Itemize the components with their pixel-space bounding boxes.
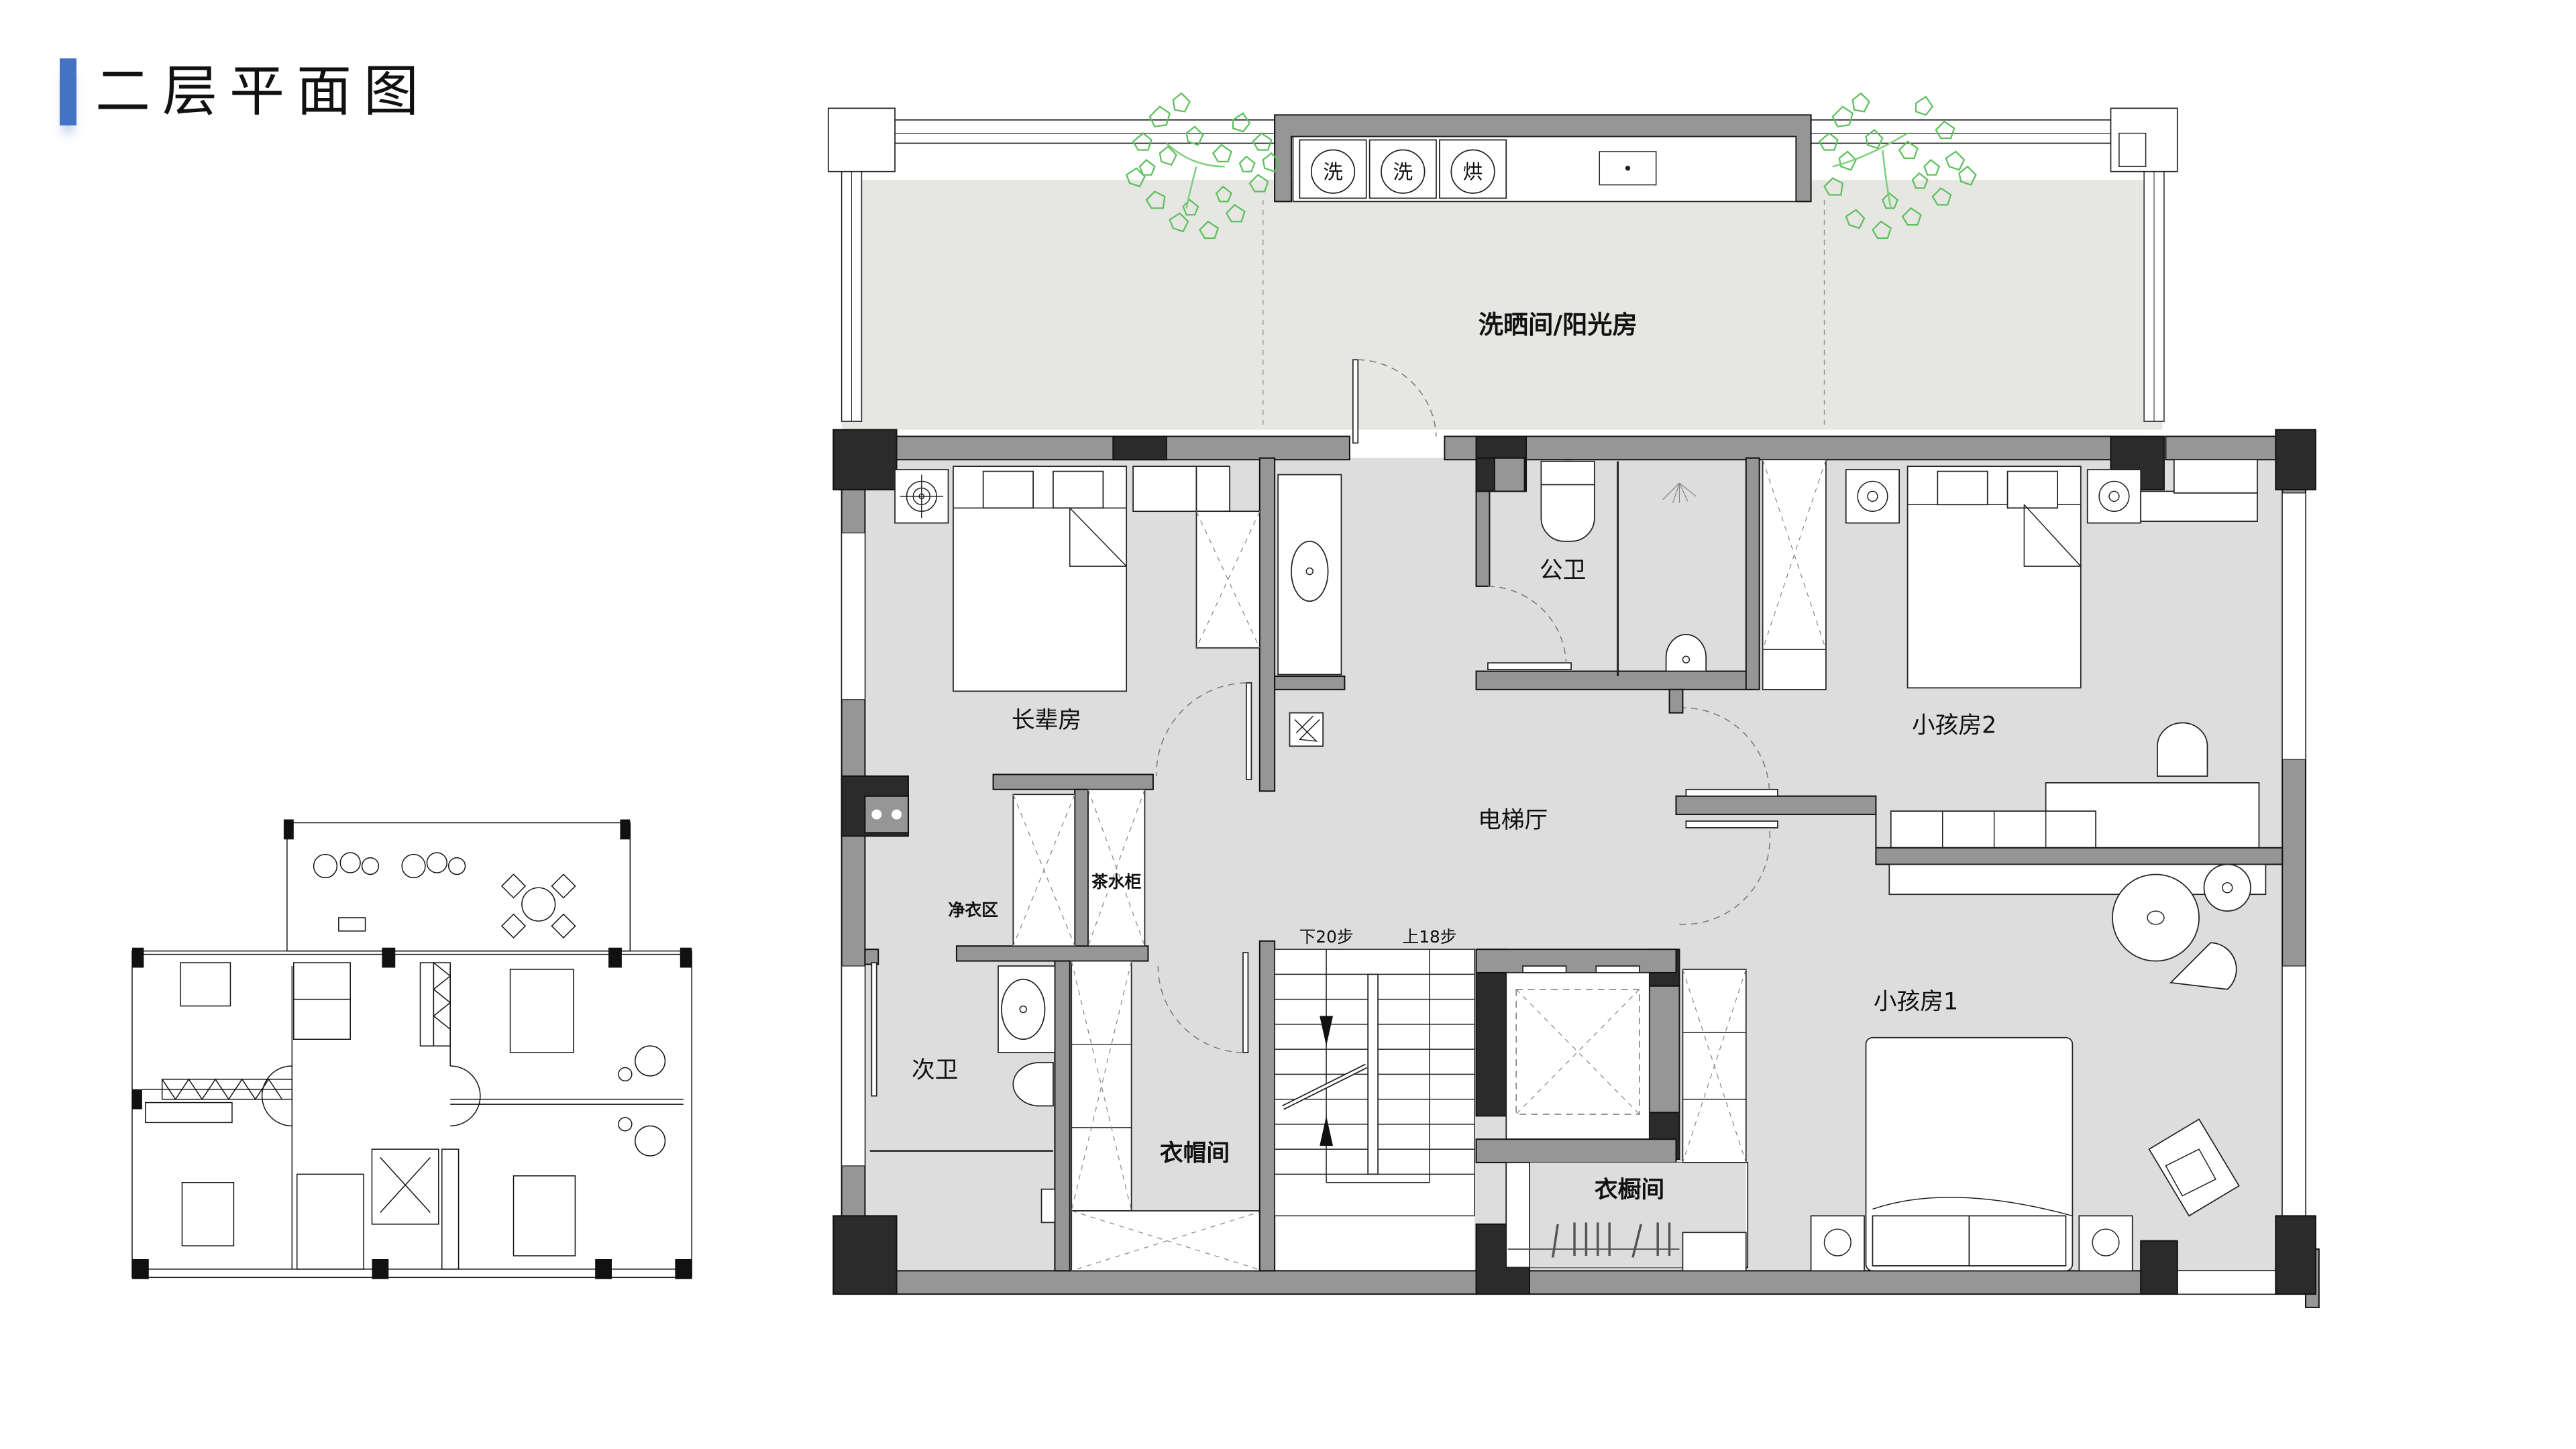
page-title: 二层平面图: [95, 60, 431, 123]
sunroom-door[interactable]: [1352, 359, 1359, 444]
room-label-clean-clothes: 净衣区: [949, 900, 999, 920]
room-label-sunroom: 洗晒间/阳光房: [1479, 310, 1638, 339]
key-plan-bed: [509, 969, 574, 1053]
svg-text:洗: 洗: [1393, 161, 1413, 184]
key-plan-stairs: [297, 1173, 364, 1270]
dryer: 烘: [1439, 139, 1507, 199]
room-label-cloakroom: 衣帽间: [1160, 1140, 1230, 1167]
room-label-wardrobe: 衣橱间: [1595, 1177, 1664, 1203]
sunroom-window-top-left: [894, 119, 1276, 144]
nightstand-lamp-icon: [1810, 1215, 1865, 1272]
shower-head-icon: [1662, 482, 1697, 503]
stair-arrow-up-icon: [1320, 1116, 1334, 1146]
key-plan-bed: [181, 1182, 235, 1246]
elevator-shaft-wall: [1475, 949, 1507, 1117]
laundry-counter: [1292, 136, 1797, 203]
cloakroom-cabinets: [1071, 960, 1132, 1212]
plant-left-icon: [1125, 92, 1281, 239]
cabinet: [1132, 466, 1197, 513]
wall-elder-right: [1258, 457, 1276, 792]
wall-tea-bottom: [955, 945, 1149, 962]
laundry-sink-icon: [1599, 151, 1657, 186]
window-bottom-right: [2165, 1270, 2283, 1295]
main-floor-plan: 洗 洗 烘 洗晒间/阳光房: [827, 92, 2320, 1308]
key-plan-bed: [180, 962, 231, 1007]
plant-right-icon: [1818, 92, 1977, 239]
stairs-down-label: 下20步: [1299, 927, 1354, 947]
elevator-car: [1505, 972, 1650, 1140]
stair-arrow-down-icon: [1320, 1016, 1334, 1046]
kid2-wardrobe: [1762, 459, 1827, 690]
wall-bottom: [841, 1270, 2308, 1295]
window-left-2: [841, 965, 866, 1167]
window-right-1: [2282, 492, 2306, 760]
room-label-public-bath: 公卫: [1540, 557, 1587, 584]
wall-top-left: [841, 435, 1350, 461]
washer-1: 洗: [1299, 139, 1367, 199]
sunroom-window-top-right: [1810, 119, 2112, 144]
round-table-icon: [2112, 873, 2200, 962]
room-label-elder: 长辈房: [1012, 707, 1081, 734]
key-plan-elevator: [371, 1148, 439, 1225]
room-label-kid-room-1: 小孩房1: [1874, 989, 1958, 1016]
room-label-elevator-hall: 电梯厅: [1478, 807, 1548, 834]
wall-bath2-right: [1054, 960, 1071, 1272]
column: [833, 429, 898, 490]
svg-text:烘: 烘: [1463, 161, 1483, 184]
cloakroom-door[interactable]: [1242, 952, 1249, 1053]
sunroom-post-right: [2110, 107, 2178, 172]
stairs-up-label: 上18步: [1402, 927, 1456, 947]
window-right-2: [2282, 965, 2306, 1217]
room-label-secondary-bath: 次卫: [912, 1057, 959, 1083]
kid1-door[interactable]: [1685, 820, 1778, 828]
wardrobe-elder: [1195, 511, 1260, 649]
key-plan-bed: [513, 1175, 576, 1256]
washbasin-icon: [1291, 541, 1329, 602]
armchair-icon: [2148, 1118, 2240, 1217]
nightstand-lamp-icon: [2086, 469, 2142, 524]
washer-2: 洗: [1368, 139, 1437, 199]
public-bath-door[interactable]: [1487, 662, 1572, 670]
key-plan-table: [521, 887, 556, 922]
room-label-tea-cabinet: 茶水柜: [1091, 872, 1142, 892]
sunroom-floor: [841, 180, 2163, 430]
wall-public-bath-bottom: [1475, 670, 1754, 690]
wall-top-mid: [1444, 435, 2145, 461]
kid2-door[interactable]: [1685, 788, 1778, 797]
urinal-icon: [1665, 634, 1707, 672]
art-frame: [1289, 712, 1324, 747]
wall-kid-rooms: [1675, 795, 2284, 865]
wall-tea-top: [992, 773, 1154, 790]
bed-kid1: [1865, 1036, 2074, 1272]
sunroom-post-left: [827, 107, 896, 172]
nightstand-lamp-icon: [1845, 469, 1900, 524]
nightstand-lamp-icon: [2078, 1215, 2133, 1272]
room-label-kid-room-2: 小孩房2: [1912, 712, 1996, 739]
title-accent-bar: [60, 58, 76, 125]
toilet-icon: [1012, 1062, 1054, 1107]
elder-room-door[interactable]: [1246, 682, 1252, 780]
desk-chair-icon: [2157, 722, 2208, 777]
bath2-door[interactable]: [871, 962, 877, 1097]
floor-lamp-icon: [2203, 863, 2251, 912]
svg-text:洗: 洗: [1323, 161, 1343, 184]
washbasin-icon: [1001, 978, 1046, 1040]
kid2-low-cabinet: [1890, 810, 2097, 849]
staircase: [1274, 949, 1475, 1217]
window-left-1: [841, 532, 866, 700]
side-chair-icon: [2169, 942, 2237, 990]
key-plan-thumbnail: [131, 819, 692, 1279]
